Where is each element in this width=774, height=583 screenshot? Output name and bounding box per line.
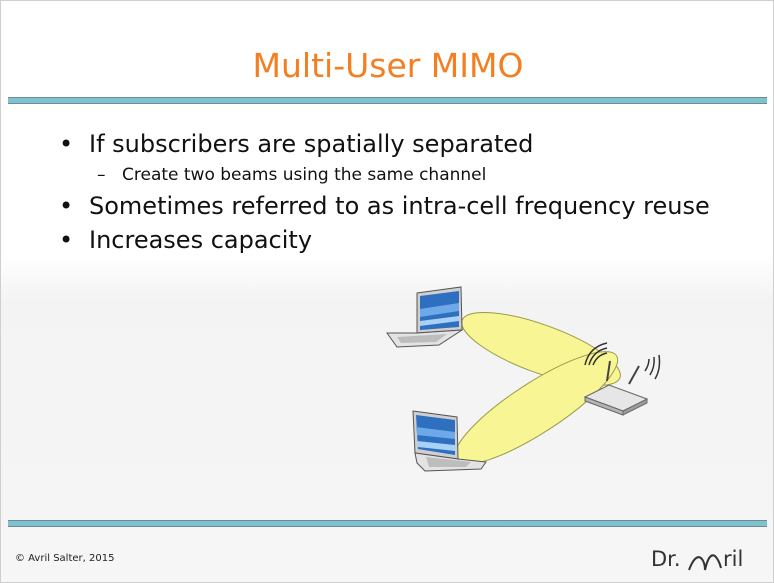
footer-divider [8, 520, 767, 527]
sub-bullet-item: – Create two beams using the same channe… [59, 161, 710, 189]
mimo-illustration [386, 286, 661, 472]
bullet-marker: • [59, 226, 74, 254]
wireless-router-icon [583, 342, 661, 416]
bullet-marker: • [59, 192, 74, 220]
sub-bullet-text: Create two beams using the same channel [122, 165, 487, 185]
bullet-list: • If subscribers are spatially separated… [59, 127, 710, 257]
logo: Dr. ril [651, 544, 766, 578]
bullet-item: • Sometimes referred to as intra-cell fr… [59, 189, 710, 223]
logo-signature-mark [688, 554, 722, 571]
laptop-icon [386, 286, 464, 348]
bullet-text: If subscribers are spatially separated [89, 130, 534, 158]
logo-suffix: ril [723, 547, 744, 571]
bullet-text: Sometimes referred to as intra-cell freq… [89, 192, 710, 220]
laptop-icon [412, 410, 487, 472]
sub-bullet-marker: – [97, 165, 106, 185]
bullet-marker: • [59, 130, 74, 158]
bullet-item: • Increases capacity [59, 223, 710, 257]
copyright-text: © Avril Salter, 2015 [15, 553, 115, 564]
slide-title: Multi-User MIMO [252, 46, 524, 85]
logo-prefix: Dr. [651, 547, 681, 571]
bullet-item: • If subscribers are spatially separated [59, 127, 710, 161]
title-divider [8, 97, 767, 104]
bullet-text: Increases capacity [89, 226, 313, 254]
